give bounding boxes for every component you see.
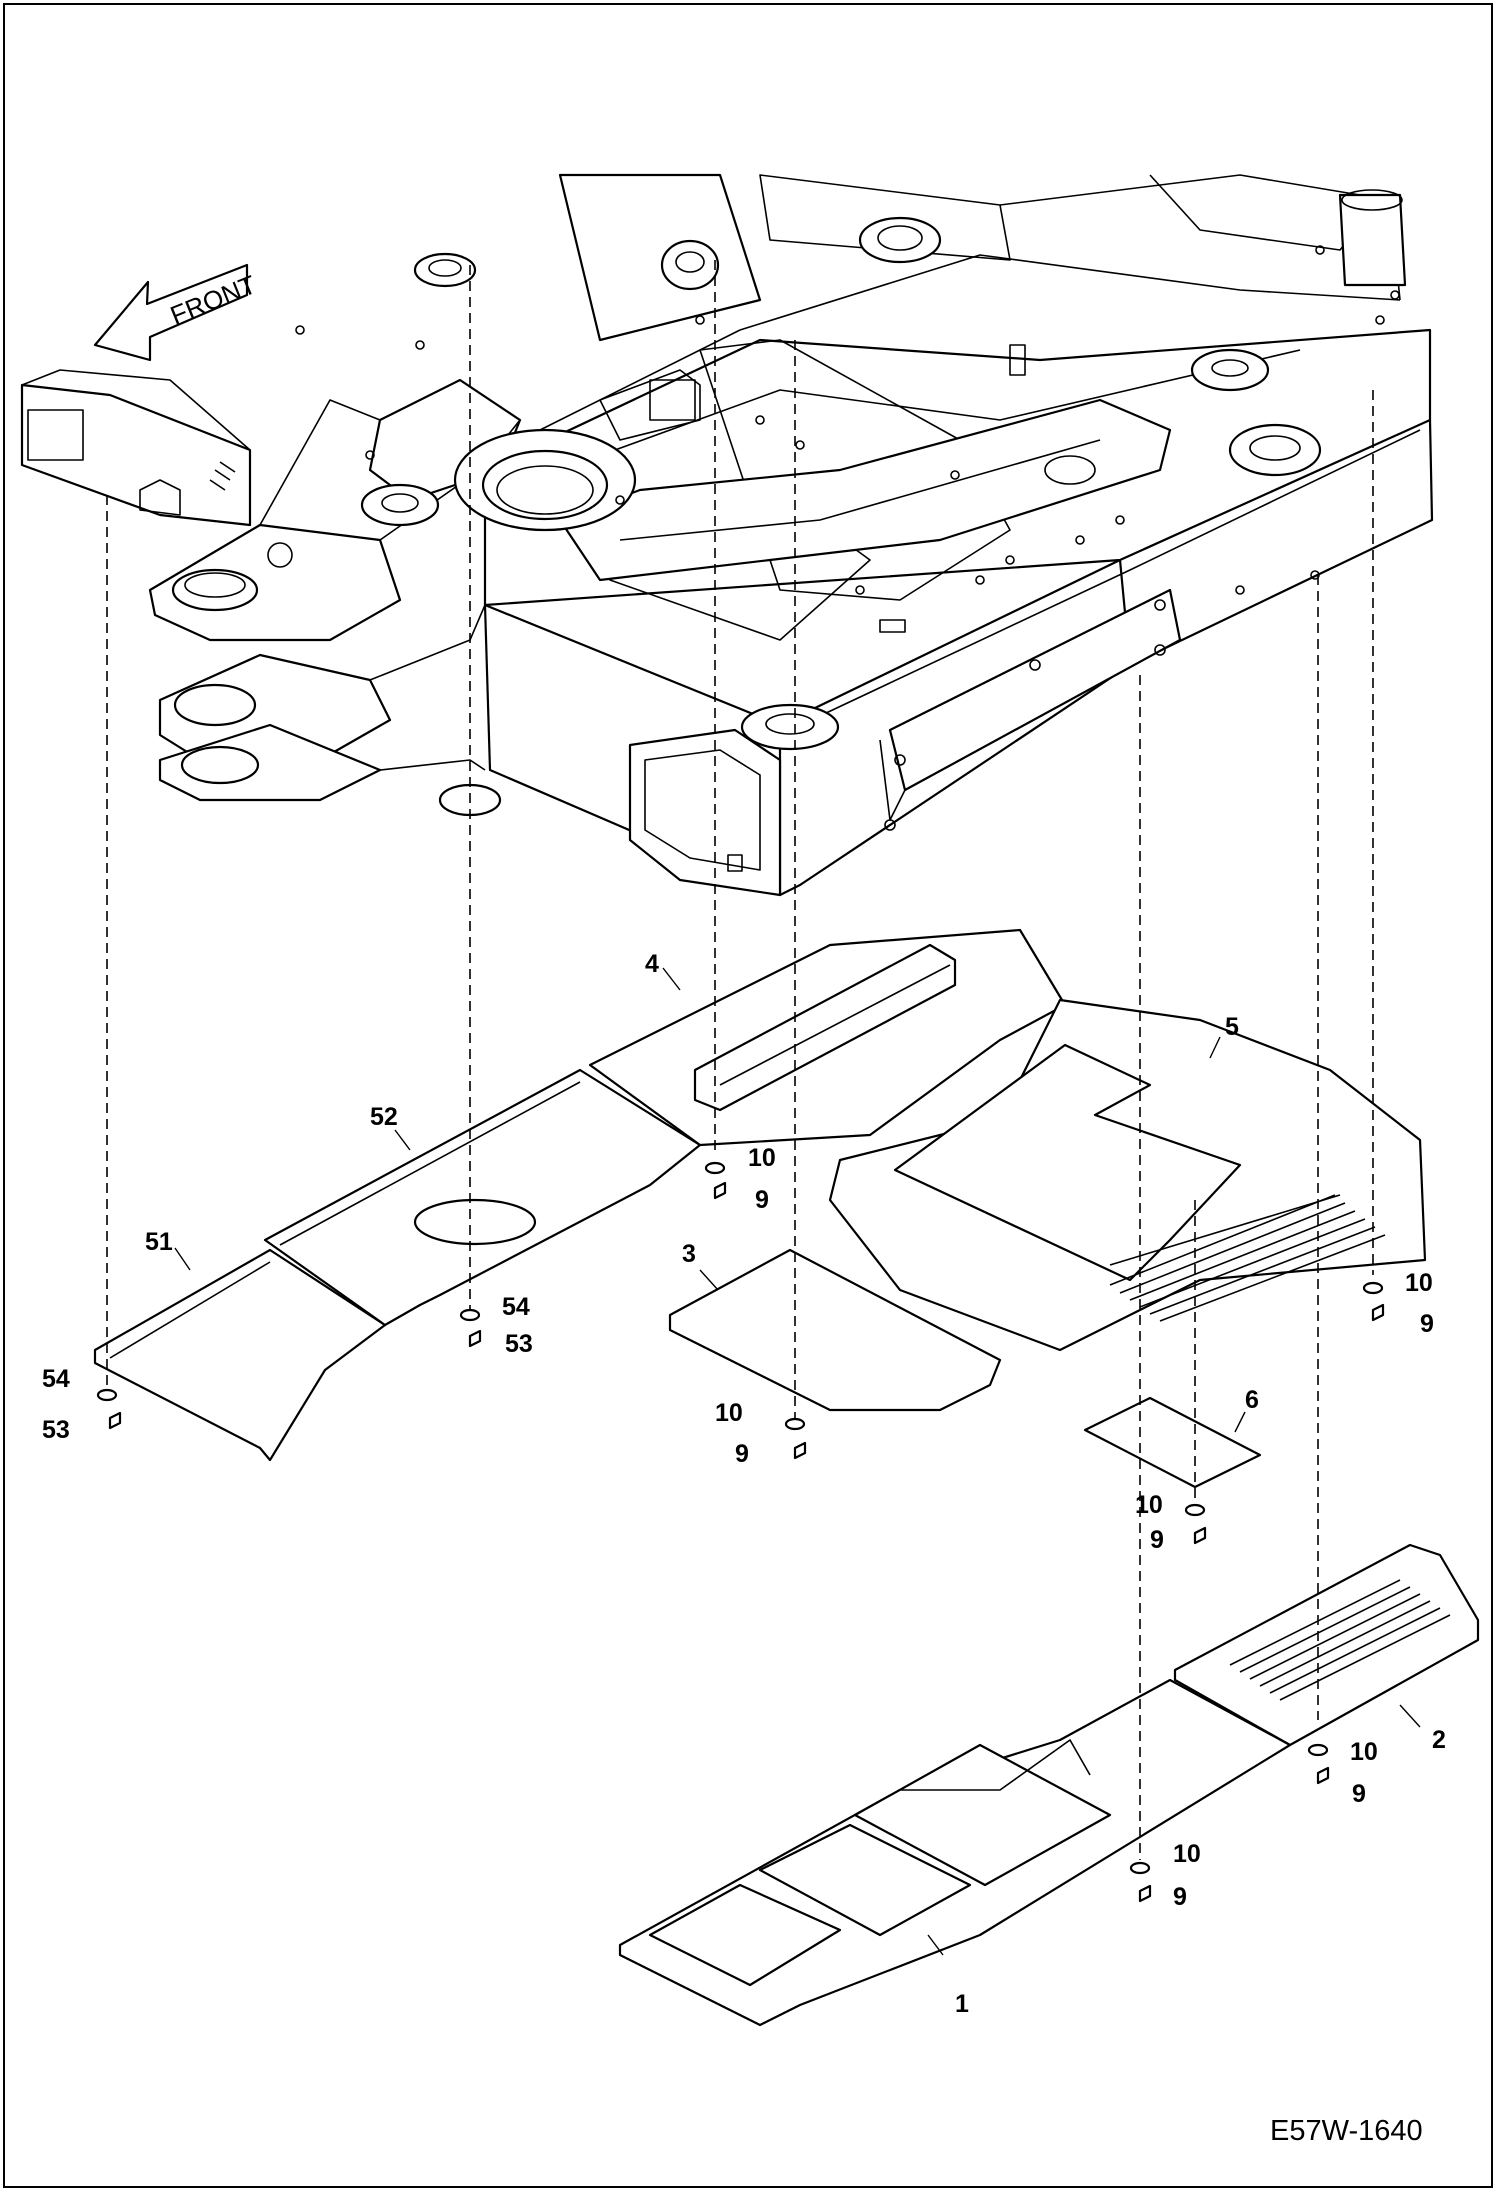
callout-10-f: 10 [1173,1840,1201,1868]
cover-5-vent-grille [1109,1194,1386,1322]
callout-53-center: 53 [505,1330,533,1358]
callout-10-e: 10 [1350,1738,1378,1766]
leader-lines [174,967,1421,1956]
assembly-lines [106,260,1374,1860]
callout-4: 4 [645,950,659,978]
callout-10-d: 10 [1405,1269,1433,1297]
figure-code: E57W-1640 [1270,2115,1423,2147]
callout-9-f: 9 [1173,1883,1187,1911]
callout-6: 6 [1245,1386,1259,1414]
callout-10-c: 10 [1135,1491,1163,1519]
cover-4 [588,928,1067,1147]
cover-2-vent-grille [1229,1579,1451,1701]
upper-frame-assembly [20,173,1434,897]
callout-9-e: 9 [1352,1780,1366,1808]
callout-54-left: 54 [42,1365,70,1393]
callout-52: 52 [370,1103,398,1131]
callout-51: 51 [145,1228,173,1256]
cover-3 [668,1248,1002,1412]
callout-9-b: 9 [735,1440,749,1468]
callout-10-a: 10 [748,1144,776,1172]
front-direction-arrow: FRONT [93,263,260,362]
callout-54-center: 54 [502,1293,530,1321]
callout-labels: 1 2 3 4 5 6 51 52 54 53 54 53 10 9 10 9 … [42,950,1446,2018]
callout-9-a: 9 [755,1186,769,1214]
drawing-frame [3,3,1493,2188]
cover-51 [93,1248,387,1462]
callout-53-left: 53 [42,1416,70,1444]
callout-2: 2 [1432,1726,1446,1754]
hardware [96,1161,1385,1903]
cover-6 [1083,1396,1262,1489]
callout-9-c: 9 [1150,1526,1164,1554]
callout-3: 3 [682,1240,696,1268]
cover-2 [1173,1543,1480,1747]
cover-52 [263,1068,702,1327]
callout-10-b: 10 [715,1399,743,1427]
boss-group [360,189,1407,817]
callout-5: 5 [1225,1013,1239,1041]
callout-1: 1 [955,1990,969,2018]
frame-holes [295,245,1400,595]
callout-9-d: 9 [1420,1310,1434,1338]
